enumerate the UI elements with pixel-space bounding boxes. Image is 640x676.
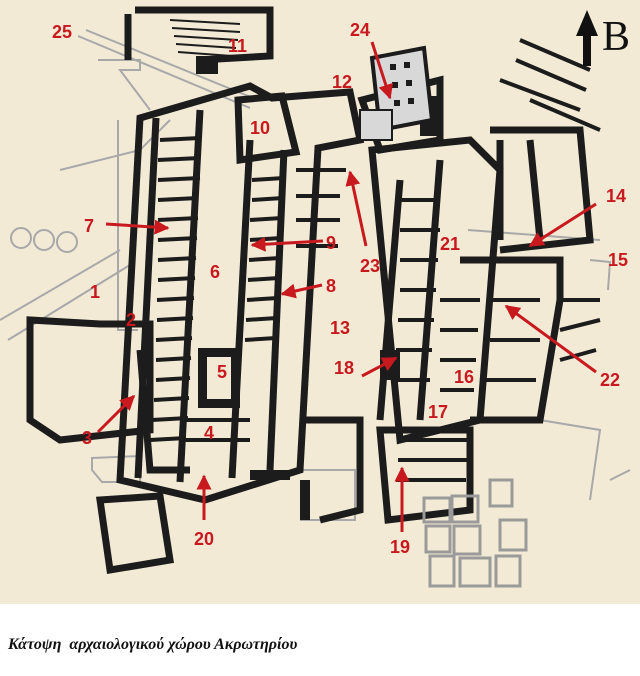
label-16: 16 (454, 367, 474, 387)
label-7: 7 (84, 216, 94, 236)
plan-background (0, 0, 640, 604)
interior-walls (149, 38, 601, 482)
label-arrows (96, 41, 597, 532)
label-13: 13 (330, 318, 350, 338)
building-24 (359, 45, 435, 141)
label-4: 4 (204, 423, 214, 443)
lower-right-ruins (422, 478, 528, 588)
label-3: 3 (82, 428, 92, 448)
label-10: 10 (250, 118, 270, 138)
label-20: 20 (194, 529, 214, 549)
figure-caption: Κάτοψη αρχαιολογικού χώρου Ακρωτηρίου (8, 636, 298, 653)
site-plan: B 1 2 3 4 5 6 7 8 9 10 11 12 13 14 15 16… (0, 0, 640, 604)
north-letter: B (602, 14, 630, 60)
label-22: 22 (600, 370, 620, 390)
label-15: 15 (608, 250, 628, 270)
label-23: 23 (360, 256, 380, 276)
label-25: 25 (52, 22, 72, 42)
site-labels: 1 2 3 4 5 6 7 8 9 10 11 12 13 14 15 16 1… (52, 20, 628, 557)
label-8: 8 (326, 276, 336, 296)
label-5: 5 (217, 362, 227, 382)
label-6: 6 (210, 262, 220, 282)
label-24: 24 (350, 20, 370, 40)
label-14: 14 (606, 186, 626, 206)
label-19: 19 (390, 537, 410, 557)
staircase-5 (205, 355, 233, 401)
label-11: 11 (228, 36, 247, 56)
label-1: 1 (90, 282, 100, 302)
label-17: 17 (428, 402, 448, 422)
label-21: 21 (440, 234, 460, 254)
stair-block-11 (169, 19, 241, 57)
label-18: 18 (334, 358, 354, 378)
label-9: 9 (326, 233, 336, 253)
label-12: 12 (332, 72, 352, 92)
label-2: 2 (126, 310, 136, 330)
north-arrow: B (576, 10, 630, 66)
